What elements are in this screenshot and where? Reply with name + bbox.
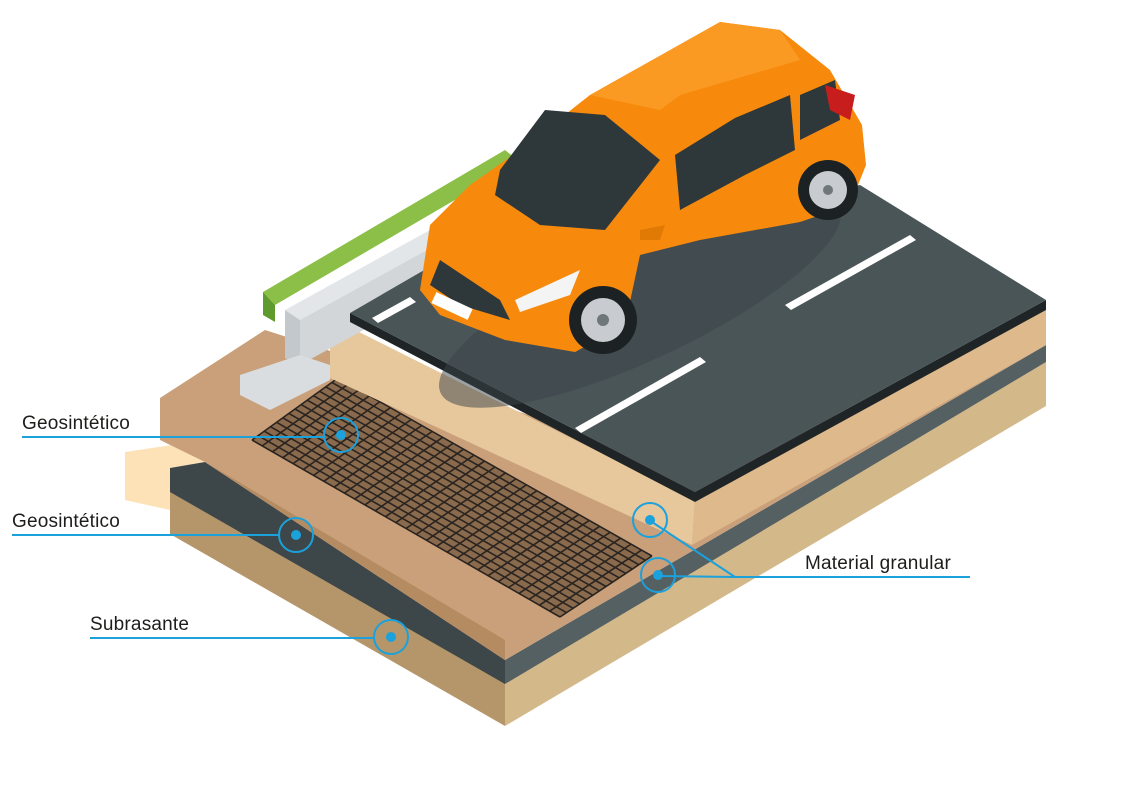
geosynthetic-layer-left-face — [170, 462, 505, 684]
curb-base — [240, 355, 330, 410]
callout-lines — [12, 417, 970, 655]
granular-lower-front — [205, 462, 505, 660]
callout-dots — [291, 430, 663, 642]
granular-upper-left-face — [330, 325, 695, 545]
curb-top — [285, 230, 445, 320]
subgrade-left-face — [170, 490, 505, 726]
geosynthetic-layer-right-edge — [505, 345, 1046, 684]
marker-subgrade — [373, 619, 409, 655]
marker-granular-upper — [632, 502, 668, 538]
label-subgrade: Subrasante — [90, 614, 190, 635]
marker-granular-lower — [640, 557, 676, 593]
grass-side — [263, 292, 275, 322]
marker-geosynthetic-bottom — [278, 517, 314, 553]
marker-geosynthetic-top — [323, 417, 359, 453]
lane-marking — [372, 297, 416, 323]
label-geosynthetic-bottom: Geosintético — [12, 511, 121, 532]
lane-marking — [785, 235, 916, 310]
lane-marking — [575, 357, 706, 433]
grass-strip — [263, 150, 520, 305]
pale-layer — [125, 440, 205, 510]
car — [420, 22, 866, 408]
label-granular-material: Material granular — [805, 553, 951, 574]
label-geosynthetic-top: Geosintético — [22, 413, 131, 434]
curb-face — [285, 310, 300, 365]
granular-upper-right-face — [692, 305, 1046, 545]
geogrid-mesh — [251, 377, 653, 618]
subgrade-right-face — [505, 362, 1046, 726]
